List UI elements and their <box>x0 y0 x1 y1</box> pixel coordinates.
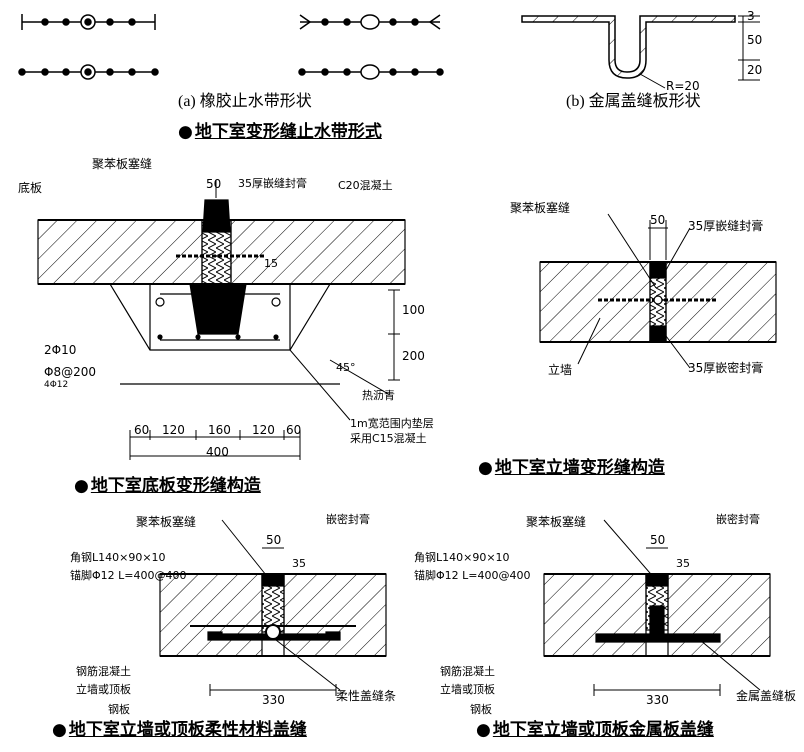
top-radius: R=20 <box>666 79 700 93</box>
wall-dim-50: 50 <box>650 213 666 227</box>
metal-cover-plate-shape <box>521 15 760 89</box>
metal-cover-detail <box>543 519 771 696</box>
flex-label-seal: 嵌密封膏 <box>326 513 370 526</box>
flex-dim-50: 50 <box>266 533 282 547</box>
floor-dim-50: 50 <box>206 177 222 191</box>
floor-dim-160: 160 <box>208 423 231 437</box>
floor-label-slab: 底板 <box>18 181 43 195</box>
title-flex: ●地下室立墙或顶板柔性材料盖缝 <box>52 720 307 740</box>
title-wall: ●地下室立墙变形缝构造 <box>478 458 665 478</box>
flex-label-strip: 柔性盖缝条 <box>336 689 397 703</box>
floor-dim-120a: 120 <box>162 423 185 437</box>
metal-label-pbf: 聚苯板塞缝 <box>526 515 587 529</box>
metal-label-wall: 立墙或顶板 <box>440 683 495 696</box>
floor-dim-120b: 120 <box>252 423 275 437</box>
metal-dim-330: 330 <box>646 693 669 707</box>
wall-label-35b: 35厚嵌密封膏 <box>688 361 764 375</box>
caption-a: (a) 橡胶止水带形状 <box>178 93 312 110</box>
floor-label-pbf: 聚苯板塞缝 <box>92 157 153 171</box>
flex-dim-35: 35 <box>292 557 306 570</box>
wall-label-35a: 35厚嵌缝封膏 <box>688 219 764 233</box>
floor-dim-400: 400 <box>206 445 229 459</box>
metal-label-plate: 钢板 <box>470 703 492 716</box>
metal-label-anchor: 锚脚Φ12 L=400@400 <box>414 569 531 582</box>
caption-b: (b) 金属盖缝板形状 <box>566 93 701 110</box>
wall-detail <box>539 213 777 369</box>
title-metal: ●地下室立墙或顶板金属板盖缝 <box>476 720 714 740</box>
wall-label-wall: 立墙 <box>548 363 573 377</box>
floor-label-c20: C20混凝土 <box>338 179 393 192</box>
floor-label-rebar3: 4Φ12 <box>44 380 69 390</box>
title-waterstop: ●地下室变形缝止水带形式 <box>178 122 382 142</box>
top-dim-3: 3 <box>747 9 755 23</box>
floor-label-asphalt: 热沥青 <box>362 389 395 402</box>
floor-dim-60a: 60 <box>134 423 150 437</box>
flex-label-wall: 立墙或顶板 <box>76 683 131 696</box>
floor-dim-100: 100 <box>402 303 425 317</box>
floor-label-rebar2: Φ8@200 <box>44 365 96 379</box>
floor-label-35: 35厚嵌缝封膏 <box>238 177 307 190</box>
metal-label-seal: 嵌密封膏 <box>716 513 760 526</box>
floor-dim-15: 15 <box>264 257 278 270</box>
metal-label-angle: 角钢L140×90×10 <box>414 551 510 564</box>
flex-label-anchor: 锚脚Φ12 L=400@400 <box>70 569 187 582</box>
flexible-cover-detail <box>159 519 387 696</box>
floor-slab-detail <box>37 180 406 460</box>
top-dim-20: 20 <box>747 63 763 77</box>
floor-label-rebar1: 2Φ10 <box>44 343 77 357</box>
flex-label-plate: 钢板 <box>108 703 130 716</box>
floor-label-45: 45° <box>336 361 356 374</box>
wall-label-pbf: 聚苯板塞缝 <box>510 201 571 215</box>
metal-label-rc: 钢筋混凝土 <box>440 665 495 678</box>
floor-dim-60b: 60 <box>286 423 302 437</box>
floor-label-cushion2: 采用C15混凝土 <box>350 432 427 445</box>
metal-dim-50: 50 <box>650 533 666 547</box>
rubber-waterstop-shapes <box>18 14 444 80</box>
flex-label-rc: 钢筋混凝土 <box>76 665 131 678</box>
floor-dim-200: 200 <box>402 349 425 363</box>
flex-label-pbf: 聚苯板塞缝 <box>136 515 197 529</box>
metal-dim-35: 35 <box>676 557 690 570</box>
flex-label-angle: 角钢L140×90×10 <box>70 551 166 564</box>
top-dim-50: 50 <box>747 33 763 47</box>
title-floor: ●地下室底板变形缝构造 <box>74 476 261 496</box>
metal-label-cover: 金属盖缝板 <box>736 689 797 703</box>
flex-dim-330: 330 <box>262 693 285 707</box>
floor-label-cushion1: 1m宽范围内垫层 <box>350 417 434 430</box>
